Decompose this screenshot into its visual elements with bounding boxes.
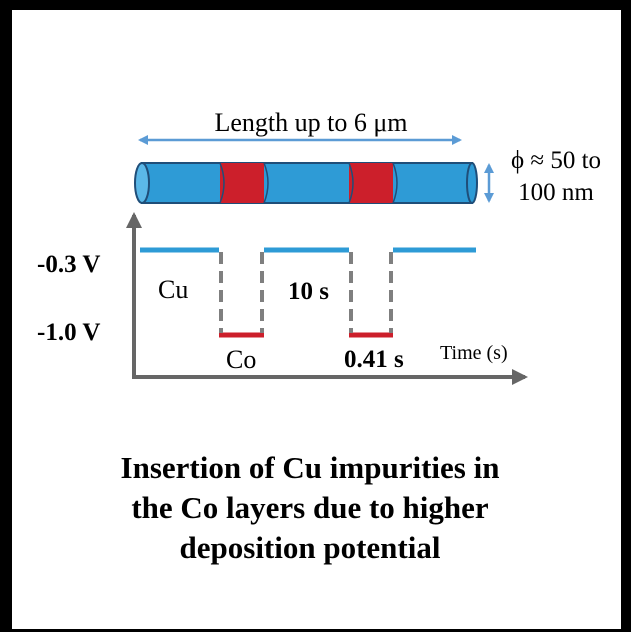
caption: Insertion of Cu impurities in the Co lay… bbox=[60, 448, 560, 568]
transition-dashes bbox=[219, 252, 393, 333]
nanowire-body bbox=[141, 162, 473, 204]
nanowire bbox=[134, 162, 478, 204]
nanowire-end-right bbox=[466, 162, 478, 204]
voltage-low-label: -1.0 V bbox=[37, 319, 100, 346]
x-axis-label: Time (s) bbox=[440, 342, 508, 364]
length-label: Length up to 6 μm bbox=[214, 108, 407, 137]
voltage-high-label: -0.3 V bbox=[37, 251, 100, 278]
cu-duration-label: 10 s bbox=[288, 278, 329, 305]
caption-line-1: Insertion of Cu impurities in bbox=[120, 450, 500, 485]
co-layer-1 bbox=[220, 163, 264, 203]
co-layer-2 bbox=[349, 163, 393, 203]
diameter-label-line1: ϕ ≈ 50 to bbox=[511, 147, 601, 174]
caption-line-2: the Co layers due to higher bbox=[131, 490, 489, 525]
co-duration-label: 0.41 s bbox=[344, 346, 404, 373]
caption-line-3: deposition potential bbox=[179, 530, 441, 565]
nanowire-end-left bbox=[134, 162, 150, 204]
co-label: Co bbox=[226, 345, 256, 374]
diameter-label-line2: 100 nm bbox=[518, 179, 594, 206]
cu-label: Cu bbox=[158, 275, 188, 304]
